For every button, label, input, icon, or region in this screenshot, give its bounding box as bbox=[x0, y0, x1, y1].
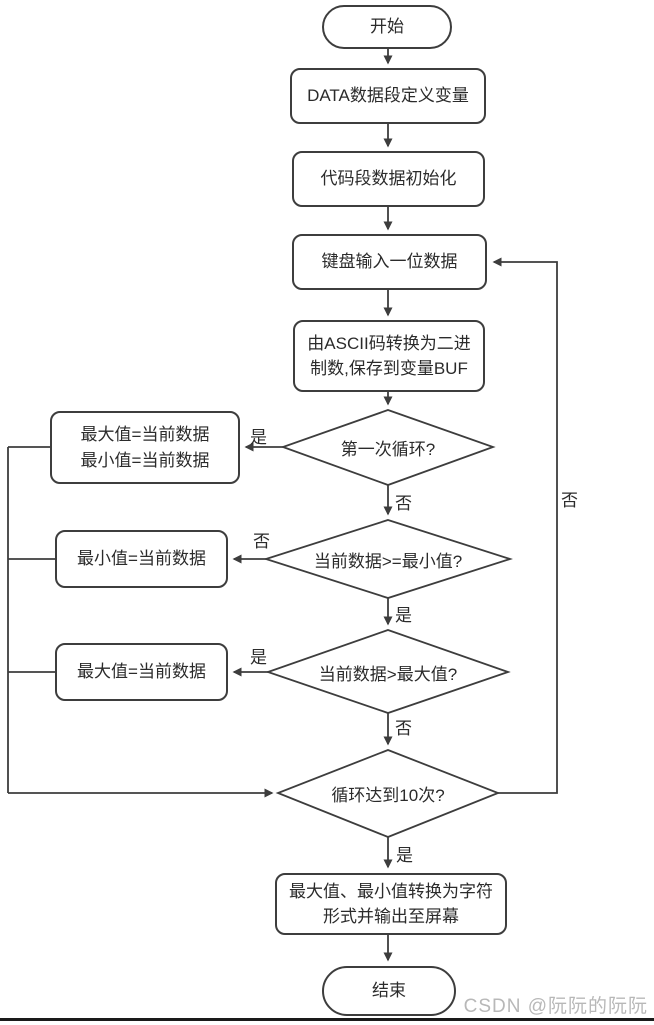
label-min-no: 否 bbox=[253, 532, 270, 551]
define-vars-label: DATA数据段定义变量 bbox=[307, 86, 469, 106]
bottom-border-line bbox=[0, 1018, 654, 1021]
diamond-loop-count bbox=[275, 749, 501, 838]
start-node: 开始 bbox=[322, 5, 452, 49]
set-max-label: 最大值=当前数据 bbox=[77, 662, 206, 682]
diamond-min-check bbox=[263, 519, 513, 599]
end-label: 结束 bbox=[372, 981, 406, 1001]
init-code-node: 代码段数据初始化 bbox=[292, 151, 485, 207]
label-max-no: 否 bbox=[395, 719, 412, 738]
label-first-loop-yes: 是 bbox=[250, 428, 267, 447]
label-max-yes: 是 bbox=[250, 648, 267, 667]
start-label: 开始 bbox=[370, 17, 404, 37]
set-max-node: 最大值=当前数据 bbox=[55, 643, 228, 701]
set-min-label: 最小值=当前数据 bbox=[77, 549, 206, 569]
define-vars-node: DATA数据段定义变量 bbox=[290, 68, 486, 124]
keyboard-input-node: 键盘输入一位数据 bbox=[292, 234, 487, 290]
label-first-loop-no: 否 bbox=[395, 494, 412, 513]
set-both-line1: 最大值=当前数据 bbox=[80, 425, 210, 444]
edge-loopcount-keyboard bbox=[492, 257, 558, 794]
label-loop10-yes: 是 bbox=[396, 846, 413, 865]
end-node: 结束 bbox=[322, 966, 456, 1016]
set-both-node: 最大值=当前数据 最小值=当前数据 bbox=[50, 411, 240, 484]
csdn-watermark: CSDN @阮阮的阮阮 bbox=[463, 996, 648, 1017]
keyboard-input-label: 键盘输入一位数据 bbox=[321, 252, 458, 272]
label-loop10-no: 否 bbox=[561, 491, 578, 510]
init-code-label: 代码段数据初始化 bbox=[320, 169, 457, 189]
ascii-convert-node: 由ASCII码转换为二进 制数,保存到变量BUF bbox=[293, 320, 485, 392]
output-line1: 最大值、最小值转换为字符 bbox=[289, 881, 493, 901]
set-both-line2: 最小值=当前数据 bbox=[80, 450, 210, 470]
ascii-convert-line2: 制数,保存到变量BUF bbox=[310, 359, 468, 378]
output-line2: 形式并输出至屏幕 bbox=[323, 907, 459, 926]
output-node: 最大值、最小值转换为字符 形式并输出至屏幕 bbox=[275, 873, 507, 935]
ascii-convert-line1: 由ASCII码转换为二进 bbox=[307, 333, 471, 353]
set-min-node: 最小值=当前数据 bbox=[55, 530, 228, 588]
diamond-max-check bbox=[265, 629, 511, 714]
diamond-first-loop bbox=[280, 409, 496, 486]
label-min-yes: 是 bbox=[395, 606, 412, 625]
